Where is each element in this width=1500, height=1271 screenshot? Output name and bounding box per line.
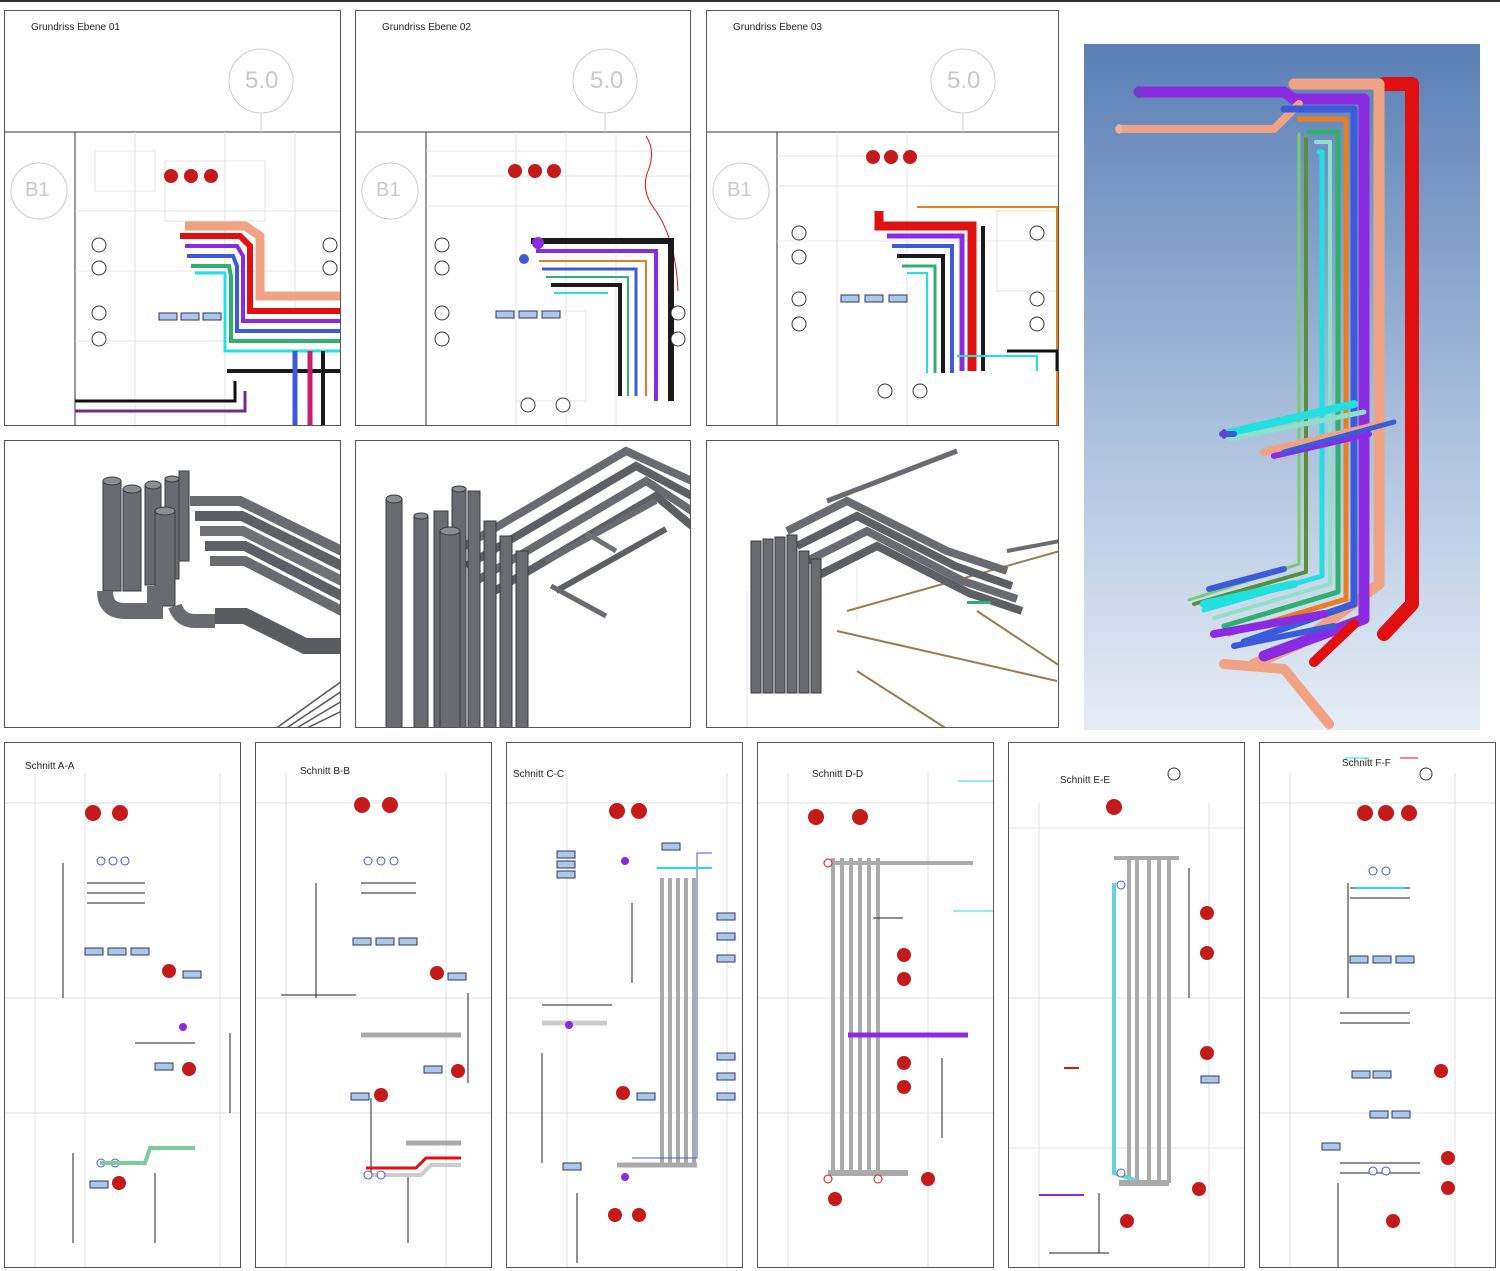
top-border <box>0 0 1500 2</box>
section-panel-e-e[interactable]: Schnitt E-E <box>1008 742 1245 1268</box>
section-panel-c-c[interactable]: Schnitt C-C <box>506 742 743 1268</box>
colored-3d-view[interactable] <box>1084 44 1480 730</box>
section-drawing <box>507 773 742 1267</box>
axis-label: 5.0 <box>590 67 624 94</box>
grid-label: B1 <box>376 179 401 201</box>
section-panel-a-a[interactable]: Schnitt A-A <box>4 742 241 1268</box>
plan-title: Grundriss Ebene 02 <box>382 22 471 33</box>
plan-drawing <box>356 48 690 425</box>
section-panel-d-d[interactable]: Schnitt D-D <box>757 742 994 1268</box>
colored-pipe-model <box>1115 77 1419 729</box>
section-drawing <box>5 773 240 1267</box>
section-title: Schnitt B-B <box>300 766 351 777</box>
iso-view-ebene-01[interactable] <box>4 440 341 728</box>
iso-view-ebene-03[interactable] <box>706 440 1059 728</box>
section-title: Schnitt A-A <box>25 761 75 772</box>
section-panel-b-b[interactable]: Schnitt B-B <box>255 742 492 1268</box>
section-drawing <box>758 773 993 1267</box>
section-title: Schnitt D-D <box>812 769 864 780</box>
section-drawing <box>256 773 491 1267</box>
plan-title: Grundriss Ebene 03 <box>733 22 822 33</box>
plan-drawing <box>707 48 1058 425</box>
iso-drawing <box>746 448 1058 727</box>
axis-label: 5.0 <box>245 67 279 94</box>
plan-drawing <box>5 48 340 425</box>
axis-label: 5.0 <box>947 67 981 94</box>
section-title: Schnitt C-C <box>513 769 565 780</box>
iso-drawing <box>97 470 340 727</box>
iso-drawing <box>385 446 690 727</box>
section-title: Schnitt F-F <box>1342 758 1391 769</box>
plan-panel-ebene-01[interactable]: Grundriss Ebene 01 5.0 B1 <box>4 10 341 426</box>
iso-view-ebene-02[interactable] <box>355 440 691 728</box>
grid-label: B1 <box>727 179 752 201</box>
plan-title: Grundriss Ebene 01 <box>31 22 120 33</box>
plan-panel-ebene-02[interactable]: Grundriss Ebene 02 5.0 B1 <box>355 10 691 426</box>
section-title: Schnitt E-E <box>1060 775 1111 786</box>
section-drawing <box>1009 767 1244 1267</box>
plan-panel-ebene-03[interactable]: Grundriss Ebene 03 5.0 B1 <box>706 10 1059 426</box>
section-panel-f-f[interactable]: Schnitt F-F <box>1259 742 1496 1268</box>
grid-label: B1 <box>25 179 50 201</box>
section-drawing <box>1260 757 1495 1267</box>
